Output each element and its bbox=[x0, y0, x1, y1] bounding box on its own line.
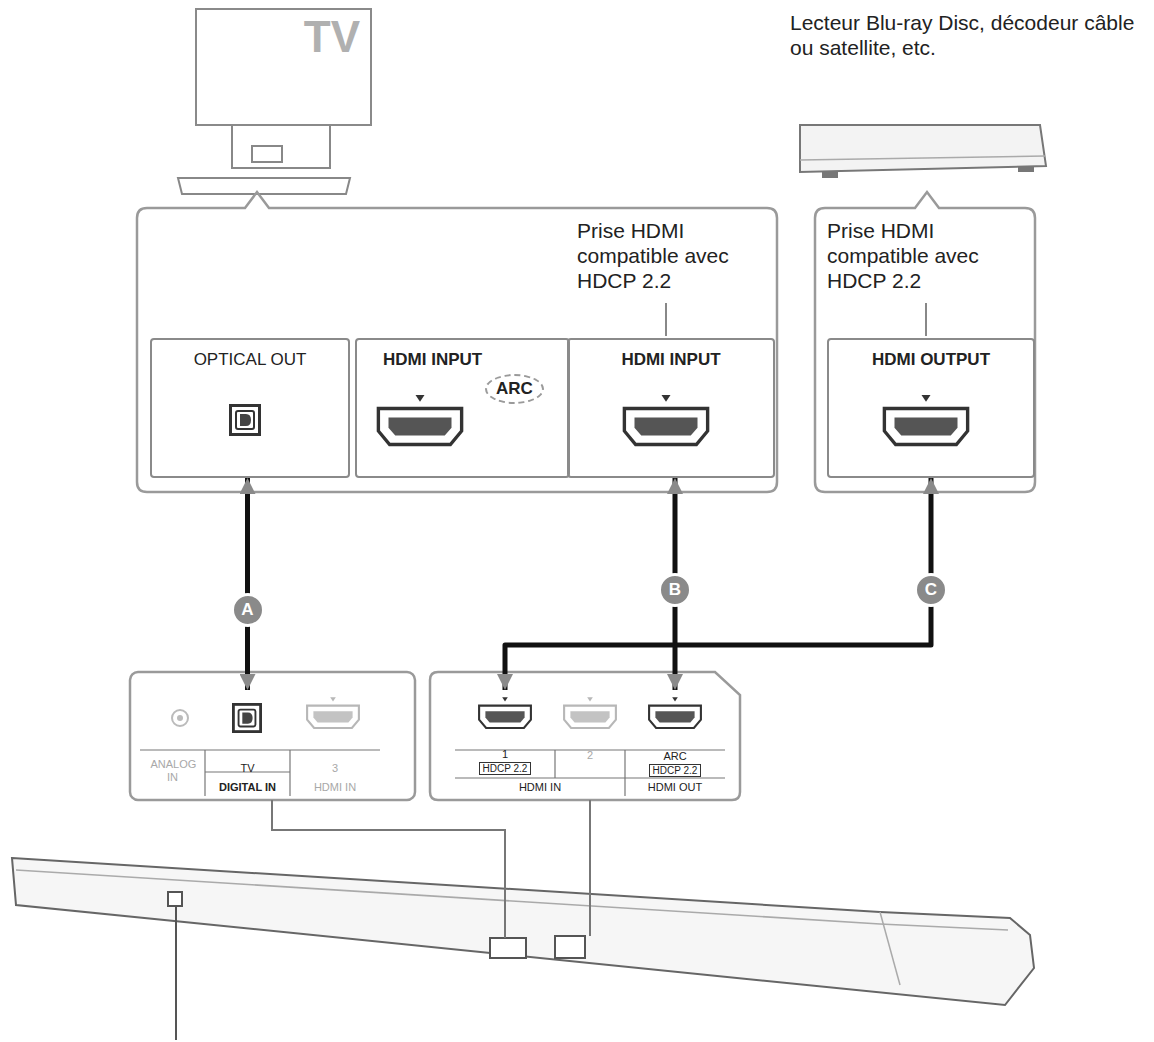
tv-panel-outline bbox=[665, 303, 667, 336]
port-name: HDMI OUTPUT bbox=[829, 350, 1033, 370]
soundbar-panels bbox=[430, 672, 740, 800]
tv-ports bbox=[624, 395, 707, 445]
soundbar bbox=[12, 800, 1034, 1040]
tv-ports bbox=[231, 395, 968, 445]
soundbar-panels bbox=[554, 750, 555, 778]
player-device bbox=[1018, 166, 1034, 172]
tv-ports bbox=[884, 395, 967, 445]
hdmi-in-1-cell: 1HDCP 2.2 bbox=[455, 690, 555, 778]
output-name: HDMI OUT bbox=[648, 781, 702, 794]
soundbar bbox=[490, 938, 526, 958]
hdmi-in-2-cell: 2 bbox=[555, 690, 625, 778]
hdmi-arc-input: HDMI INPUT ARC bbox=[355, 338, 570, 478]
port-note: Prise HDMI compatible avec HDCP 2.2 bbox=[577, 218, 772, 293]
hdmi-input: HDMI INPUT bbox=[567, 338, 775, 478]
hdmi-out-cell: ARCHDCP 2.2HDMI OUT bbox=[625, 690, 725, 796]
callout-letter: B bbox=[658, 573, 692, 607]
player-device: Lecteur Blu-ray Disc, décodeur câble ou … bbox=[790, 10, 1145, 90]
soundbar-panels bbox=[204, 750, 205, 796]
soundbar-panels bbox=[307, 697, 359, 728]
soundbar bbox=[12, 858, 1034, 1005]
digital-in-cell: TV DIGITAL IN bbox=[205, 690, 290, 796]
soundbar-panels bbox=[177, 715, 183, 721]
tv-ports bbox=[378, 395, 461, 445]
soundbar bbox=[16, 870, 1008, 930]
input-number: TV bbox=[240, 762, 254, 775]
port-name: HDMI INPUT bbox=[569, 350, 773, 370]
soundbar-panels bbox=[455, 777, 725, 778]
tv-panel-outline bbox=[137, 192, 777, 492]
port-note: Prise HDMI compatible avec HDCP 2.2 bbox=[827, 218, 1027, 293]
input-number: 1 bbox=[502, 748, 508, 761]
soundbar-panels bbox=[649, 697, 701, 728]
soundbar-panels bbox=[130, 672, 415, 800]
soundbar-panels bbox=[479, 697, 531, 728]
soundbar-panels bbox=[130, 672, 740, 800]
soundbar bbox=[272, 800, 505, 938]
hdmi-output: HDMI OUTPUT bbox=[827, 338, 1035, 478]
output-name: ARC bbox=[663, 750, 686, 763]
soundbar-panels bbox=[140, 750, 725, 796]
tv-screen: TV bbox=[195, 8, 372, 126]
tv-panel-outline bbox=[137, 192, 777, 492]
input-number: 3 bbox=[332, 762, 338, 775]
soundbar bbox=[175, 906, 177, 1040]
player-panel-outline bbox=[815, 192, 1035, 492]
soundbar-panels bbox=[233, 704, 260, 731]
soundbar-panels bbox=[140, 749, 380, 750]
tv-ports bbox=[231, 406, 260, 435]
tv-stand bbox=[252, 146, 282, 162]
input-number: 2 bbox=[587, 749, 593, 762]
input-group-name: HDMI IN bbox=[455, 781, 625, 794]
port-name: OPTICAL OUT bbox=[152, 350, 348, 370]
input-name: ANALOG IN bbox=[151, 758, 195, 784]
soundbar-panels bbox=[564, 697, 616, 728]
player-panel-outline bbox=[815, 192, 1035, 492]
player-device bbox=[822, 172, 838, 178]
soundbar bbox=[168, 892, 182, 906]
soundbar-panels bbox=[289, 750, 290, 796]
hdmi-cable bbox=[505, 478, 931, 690]
player-device bbox=[800, 125, 1046, 172]
tv-stand bbox=[232, 126, 330, 168]
tv-label: TV bbox=[207, 12, 360, 62]
port-name: HDMI INPUT bbox=[383, 350, 568, 370]
tv-connector-panel: Prise HDMI compatible avec HDCP 2.2OPTIC… bbox=[137, 208, 777, 492]
tv-stand bbox=[178, 178, 350, 194]
hdcp-badge: HDCP 2.2 bbox=[479, 762, 532, 775]
hdmi-in-3-cell: 3HDMI IN bbox=[290, 690, 380, 796]
input-name: HDMI IN bbox=[314, 781, 356, 794]
analog-in-cell: ANALOG IN bbox=[140, 690, 205, 796]
input-name: DIGITAL IN bbox=[219, 781, 276, 794]
hdcp-badge: HDCP 2.2 bbox=[649, 764, 702, 777]
hdmi-cable bbox=[245, 478, 250, 690]
device-caption: Lecteur Blu-ray Disc, décodeur câble ou … bbox=[790, 10, 1145, 60]
soundbar-panels bbox=[172, 710, 188, 726]
tv-stand bbox=[178, 126, 350, 194]
soundbar bbox=[555, 936, 585, 958]
soundbar-panels bbox=[624, 750, 625, 796]
player-panel-outline bbox=[925, 303, 927, 336]
soundbar bbox=[880, 912, 900, 985]
soundbar bbox=[589, 800, 591, 936]
callout-letter: A bbox=[231, 593, 265, 627]
player-connector-panel: Prise HDMI compatible avec HDCP 2.2HDMI … bbox=[815, 208, 1035, 492]
player-device bbox=[800, 125, 1046, 178]
optical-out-jack: OPTICAL OUT bbox=[150, 338, 350, 478]
callout-letter: C bbox=[914, 573, 948, 607]
arc-badge: ARC bbox=[485, 374, 544, 404]
player-device bbox=[800, 156, 1045, 160]
